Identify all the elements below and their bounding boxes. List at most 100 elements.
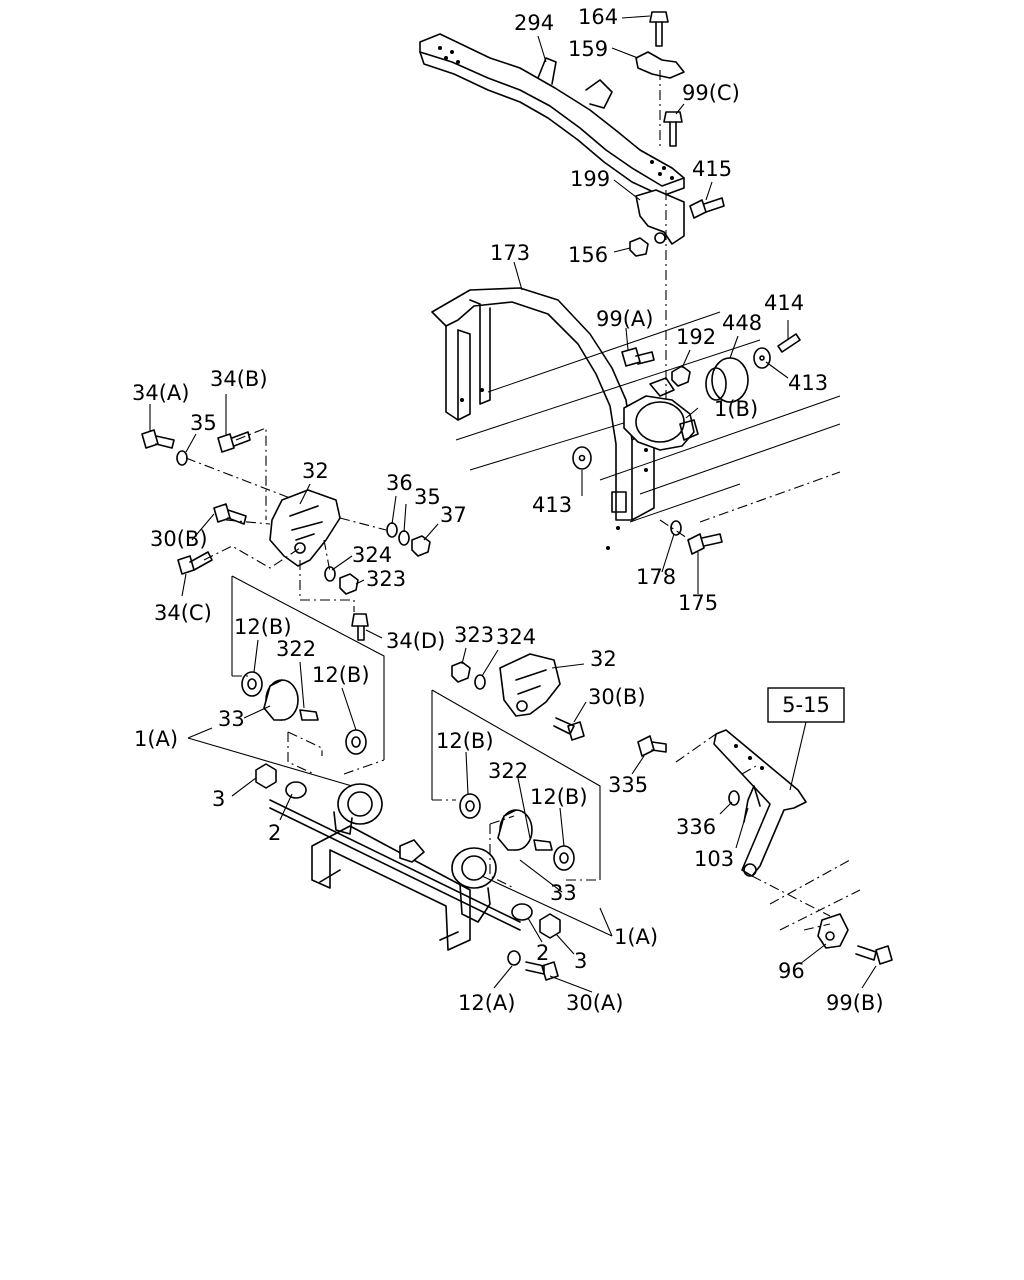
bolt-34a [141, 429, 175, 449]
callout-164: 164 [578, 5, 618, 29]
callout-34c: 34(C) [154, 601, 212, 625]
nut-3-right [539, 913, 561, 939]
callout-415: 415 [692, 157, 732, 181]
assembly-lines-bracket-32 [185, 427, 387, 612]
nut-323-left [339, 573, 359, 595]
stopper-2-left [285, 781, 307, 799]
callout-335: 335 [608, 773, 648, 797]
assembly-lines-left-mount [232, 675, 385, 775]
callout-30a: 30(A) [566, 991, 623, 1015]
callout-34b: 34(B) [210, 367, 268, 391]
callout-99c: 99(C) [682, 81, 740, 105]
callout-324-right: 324 [496, 625, 536, 649]
bolt-30b-upper [213, 503, 247, 525]
callout-156: 156 [568, 243, 608, 267]
callout-99a: 99(A) [596, 307, 653, 331]
callout-175: 175 [678, 591, 718, 615]
callout-192: 192 [676, 325, 716, 349]
callout-12b-3: 12(B) [436, 729, 494, 753]
callout-32-right: 32 [590, 647, 617, 671]
reference-box[interactable] [767, 687, 845, 723]
mount-insulator-1a-left [333, 783, 383, 835]
callout-34a: 34(A) [132, 381, 189, 405]
sleeve-322-left [299, 709, 319, 721]
callout-32-left: 32 [302, 459, 329, 483]
callout-413-upper: 413 [788, 371, 828, 395]
frame-173 [431, 287, 655, 550]
callout-33-right: 33 [550, 881, 577, 905]
bolt-99a [621, 347, 655, 367]
bracket-32-left [269, 489, 341, 567]
cushion-33-left [263, 679, 299, 721]
bolt-34c [177, 551, 213, 575]
bolt-99c [663, 111, 683, 147]
bracket-199 [635, 189, 685, 245]
clip-159 [635, 51, 685, 79]
assembly-line-lower-right [659, 471, 841, 541]
callout-12a: 12(A) [458, 991, 515, 1015]
nut-156 [629, 237, 649, 257]
washer-324-right [474, 674, 486, 690]
mount-insulator-1a-right [451, 847, 497, 923]
callout-34d: 34(D) [386, 629, 445, 653]
callout-448: 448 [722, 311, 762, 335]
washer-336 [728, 790, 740, 806]
callout-12b-1: 12(B) [234, 615, 292, 639]
callout-2-left: 2 [268, 821, 281, 845]
callout-323-right: 323 [454, 623, 494, 647]
callout-103: 103 [694, 847, 734, 871]
bolt-34b [217, 431, 251, 453]
bolt-164 [649, 11, 669, 47]
frame-box-right [431, 689, 601, 880]
washer-12b-lower-left [345, 729, 367, 755]
washer-12b-upper-right [459, 793, 481, 819]
nut-192 [671, 365, 691, 387]
washer-324-left [324, 566, 336, 582]
bolt-335 [637, 735, 667, 757]
callout-37: 37 [440, 503, 467, 527]
washer-178 [670, 520, 682, 536]
callout-294: 294 [514, 11, 554, 35]
callout-324-left: 324 [352, 543, 392, 567]
callout-2-right: 2 [536, 941, 549, 965]
callout-30b-lower: 30(B) [588, 685, 646, 709]
callout-33-left: 33 [218, 707, 245, 731]
callout-35: 35 [190, 411, 217, 435]
callout-173: 173 [490, 241, 530, 265]
washer-413-lower [572, 446, 592, 470]
washer-12b-lower-right [553, 845, 575, 871]
callout-3-left: 3 [212, 787, 225, 811]
bracket-32-right [499, 653, 561, 717]
link-plate [713, 729, 807, 877]
nut-37 [411, 535, 431, 557]
leader-lines [149, 15, 877, 993]
chassis-rails-right [455, 311, 841, 523]
bolt-99b [855, 945, 893, 965]
callout-323-left: 323 [366, 567, 406, 591]
shaft-assembly [269, 799, 521, 931]
washer-413-upper [753, 347, 771, 369]
cushion-448 [705, 357, 749, 403]
bolt-30b-lower [553, 717, 585, 741]
callout-414: 414 [764, 291, 804, 315]
washer-35-right [398, 530, 410, 546]
assembly-line-rear-mount [659, 70, 667, 420]
stopper-2-right [511, 903, 533, 921]
reference-box-text: 5-15 [782, 693, 830, 717]
cushion-33-right [497, 809, 533, 851]
callout-96: 96 [778, 959, 805, 983]
callout-159: 159 [568, 37, 608, 61]
bracket-96 [817, 913, 849, 949]
callout-35-right: 35 [414, 485, 441, 509]
callout-30b-upper: 30(B) [150, 527, 208, 551]
washer-12a [507, 950, 521, 966]
callout-labels: 294 164 159 99(C) 199 415 156 173 414 99… [132, 5, 884, 1015]
callout-336: 336 [676, 815, 716, 839]
bolt-30a [525, 961, 559, 981]
callout-178: 178 [636, 565, 676, 589]
callout-12b-2: 12(B) [312, 663, 370, 687]
callout-1a-left: 1(A) [134, 727, 178, 751]
bolt-34d [351, 613, 369, 641]
reference-box-leader [789, 721, 807, 791]
